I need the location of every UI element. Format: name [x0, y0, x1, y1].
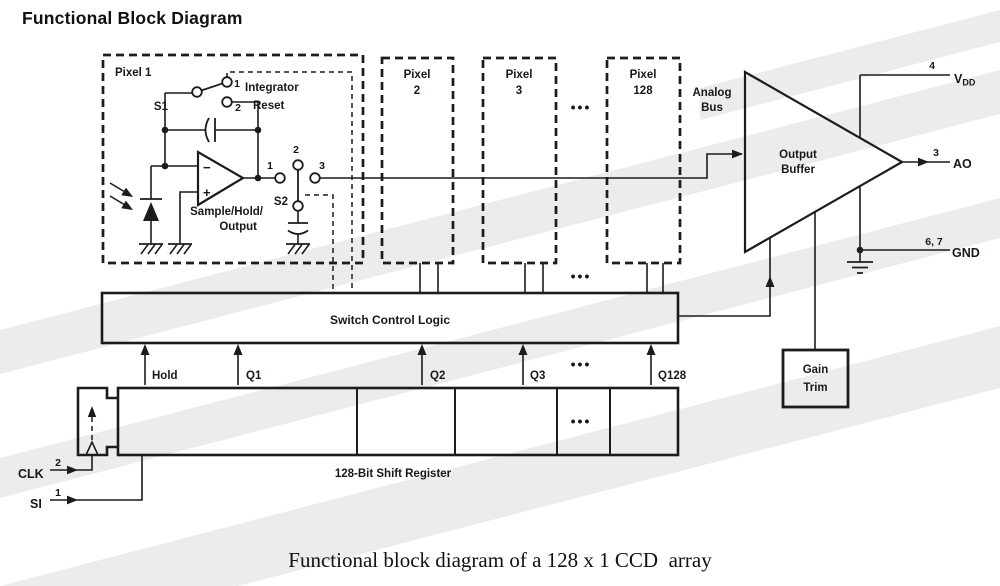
switch-control-logic-box [100, 291, 680, 345]
s2-label: S2 [274, 196, 288, 208]
ground-symbol [139, 243, 163, 255]
output-buffer-label-1: Output [779, 149, 817, 161]
scl-to-buffer-line [678, 237, 775, 317]
gain-trim-label-2: Trim [803, 382, 827, 394]
pixel3-box [481, 56, 558, 265]
si-pin-number: 1 [55, 487, 61, 499]
pixel2-label-1: Pixel [404, 69, 431, 81]
vdd-letter: V [954, 72, 963, 86]
shift-register-label: 128-Bit Shift Register [335, 468, 452, 480]
q2-label: Q2 [430, 370, 445, 382]
opamp-minus-label: − [203, 160, 211, 175]
pixel2-label-2: 2 [414, 85, 420, 97]
control-ellipsis: ••• [571, 268, 592, 284]
gnd-pin-line [859, 186, 950, 262]
s2-pos3-label: 3 [319, 160, 325, 172]
gnd-pin-number: 6, 7 [925, 236, 943, 248]
integrator-reset-label-2: Reset [253, 100, 284, 112]
pixel128-label-2: 128 [633, 85, 653, 97]
pixel-ellipsis: ••• [571, 99, 592, 115]
sample-hold-label-1: Sample/Hold/ [190, 206, 264, 218]
vdd-pin-label: VDD [954, 72, 976, 88]
clk-pin-label: CLK [18, 467, 44, 481]
page-title: Functional Block Diagram [22, 8, 243, 28]
ao-pin-line [902, 157, 950, 167]
analog-bus-line [320, 149, 743, 179]
integrator-reset-label-1: Integrator [245, 82, 299, 94]
s2-pos2-label: 2 [293, 144, 299, 156]
earth-ground-symbol [847, 261, 873, 274]
q128-label: Q128 [658, 370, 687, 382]
pixel3-label-2: 3 [516, 85, 522, 97]
output-buffer-label-2: Buffer [781, 164, 815, 176]
pixel-control-stubs [419, 263, 664, 293]
ground-symbol [168, 243, 192, 255]
switch-s1 [191, 76, 233, 108]
integrator-opamp: − + [196, 150, 246, 207]
gain-trim-block [781, 211, 850, 409]
si-pin-label: SI [30, 497, 42, 511]
q1-label: Q1 [246, 370, 262, 382]
vdd-pin-number: 4 [929, 60, 935, 72]
q3-label: Q3 [530, 370, 545, 382]
switch-s2 [274, 159, 321, 212]
pixel1-label: Pixel 1 [115, 67, 152, 79]
s1-label: S1 [154, 101, 169, 113]
ao-pin-number: 3 [933, 147, 939, 159]
junction-dots [161, 126, 864, 254]
s1-pos1-label: 1 [234, 78, 240, 90]
gnd-pin-label: GND [952, 246, 980, 260]
shift-register-box [116, 386, 680, 457]
light-arrows-icon [109, 182, 133, 210]
s2-pos1-label: 1 [267, 160, 273, 172]
pixel3-label-1: Pixel [506, 69, 533, 81]
hold-capacitor [287, 222, 309, 235]
integrator-capacitor [204, 117, 216, 143]
ground-symbol [286, 243, 310, 255]
pixel128-box [605, 56, 682, 265]
vdd-pin-line [859, 74, 950, 138]
q-ellipsis: ••• [571, 356, 592, 372]
figure-caption: Functional block diagram of a 128 x 1 CC… [288, 548, 712, 572]
clk-input-line [50, 455, 93, 475]
clk-pin-number: 2 [55, 457, 61, 469]
register-ellipsis: ••• [571, 413, 592, 429]
background-stripes [0, 10, 1000, 586]
clock-input-cell [76, 386, 118, 457]
pixel1-box [101, 53, 365, 265]
vdd-subscript: DD [962, 78, 975, 88]
opamp-plus-label: + [203, 185, 211, 200]
pixel2-box [380, 56, 455, 265]
analog-bus-label-1: Analog [693, 87, 732, 99]
gain-trim-label-1: Gain [803, 364, 829, 376]
switch-control-logic-label: Switch Control Logic [330, 313, 450, 327]
hold-label: Hold [152, 370, 178, 382]
s1-pos2-label: 2 [235, 102, 241, 114]
sample-hold-label-2: Output [219, 221, 257, 233]
ao-pin-label: AO [953, 157, 972, 171]
output-buffer-triangle [743, 70, 905, 254]
pixel128-label-1: Pixel [630, 69, 657, 81]
control-arrows [140, 344, 656, 385]
pixel1-control-lines [230, 71, 353, 293]
photodiode [140, 198, 162, 221]
si-input-line [50, 455, 143, 505]
analog-bus-label-2: Bus [701, 102, 723, 114]
